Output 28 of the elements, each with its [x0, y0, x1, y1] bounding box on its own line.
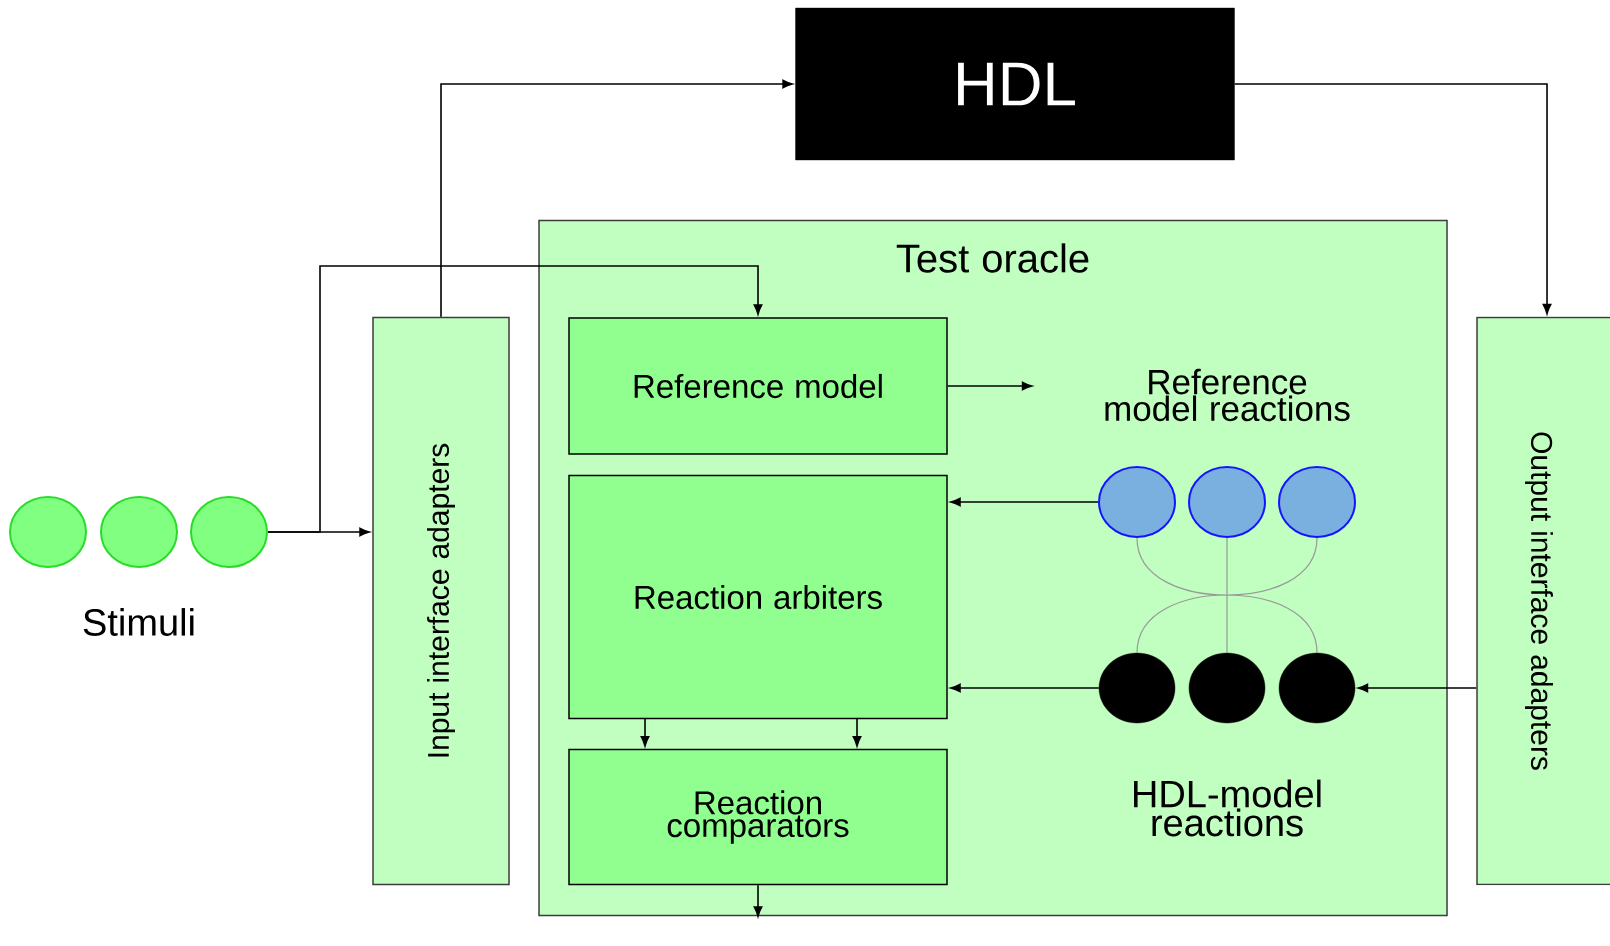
hdl-box: HDL [795, 7, 1235, 161]
arrow [950, 497, 1099, 507]
reactions-label: Reference model reactions [1105, 368, 1350, 422]
adapter-box: Input interface adapters [372, 316, 510, 886]
arrow [1233, 83, 1552, 315]
caption-text: Stimuli [83, 608, 194, 636]
stimulus-circle [100, 496, 178, 568]
reaction-circle [1098, 652, 1176, 724]
arrow [1357, 683, 1478, 693]
reaction-circle [1278, 466, 1356, 538]
arrow [640, 717, 650, 747]
arrow [946, 381, 1033, 391]
process-box: Reaction comparators [568, 748, 948, 886]
arrow [950, 683, 1100, 693]
arrow [852, 717, 862, 747]
process-box: Reference model [568, 317, 948, 455]
reaction-circle [1278, 652, 1356, 724]
reaction-circle [1188, 652, 1266, 724]
stimulus-circle [9, 496, 87, 568]
reaction-circle [1098, 466, 1176, 538]
arrow [267, 265, 763, 533]
arrow [753, 884, 763, 917]
process-box: Reaction arbiters [568, 474, 948, 720]
arrow [440, 79, 793, 318]
caption-text: HDL-model reactions [1134, 779, 1321, 837]
stimulus-circle [190, 496, 268, 568]
adapter-box: Output interface adapters [1476, 316, 1610, 886]
reaction-circle [1188, 466, 1266, 538]
